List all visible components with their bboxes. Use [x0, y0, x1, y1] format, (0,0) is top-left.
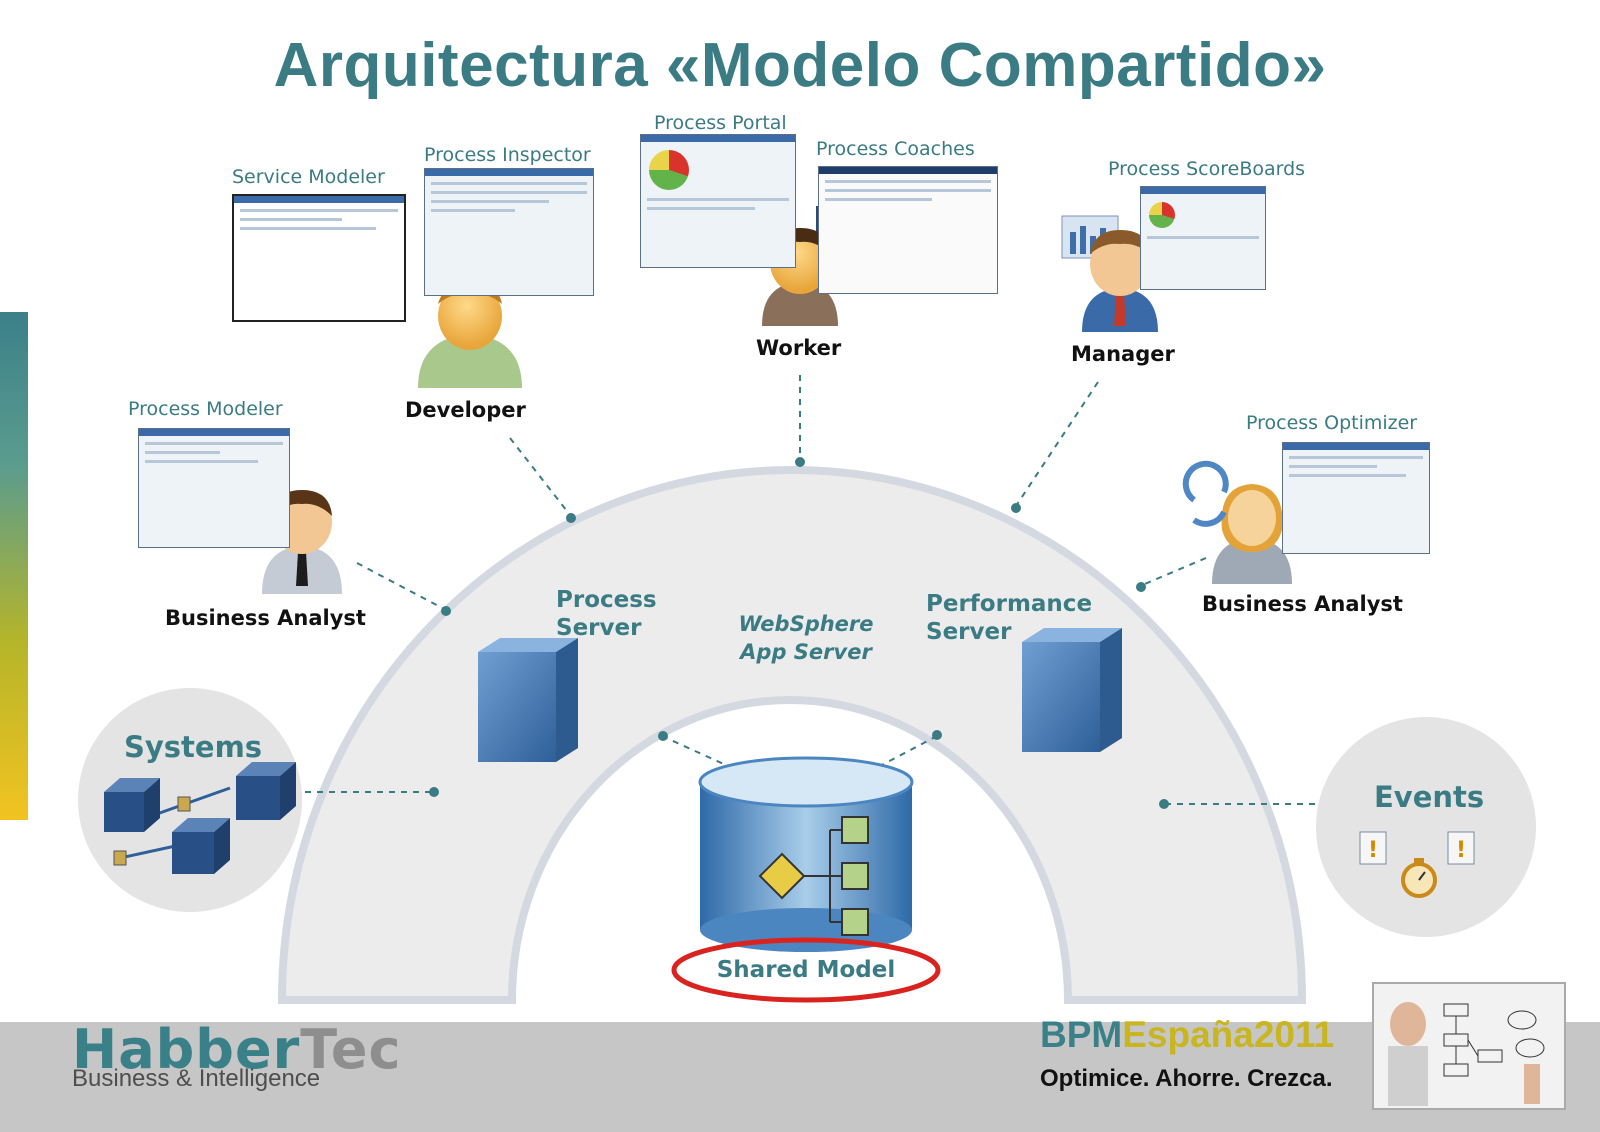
svg-text:!: ! [1368, 838, 1378, 863]
espana-text: España [1122, 1014, 1254, 1055]
performance-server-label-line1: Performance [926, 590, 1092, 618]
performance-server-cube [1022, 628, 1122, 752]
events-label: Events [1374, 780, 1484, 814]
performance-server-label-line2: Server [926, 618, 1092, 646]
business-analyst-right-person-icon [1186, 464, 1292, 584]
flowchart-sketch-icon [1374, 984, 1564, 1108]
websphere-label: WebSphere App Server [718, 610, 894, 666]
slogan: Optimice. Ahorre. Crezca. [1040, 1065, 1333, 1093]
business-analyst-left-label: Business Analyst [165, 606, 366, 630]
process-portal-label: Process Portal [654, 112, 787, 134]
process-server-label: Process Server [556, 586, 657, 642]
worker-label: Worker [756, 336, 841, 360]
service-modeler-label: Service Modeler [232, 166, 385, 188]
bpm-text: BPM [1040, 1014, 1122, 1055]
developer-label: Developer [405, 398, 526, 422]
shared-model-database-icon [700, 758, 912, 952]
process-server-label-line1: Process [556, 586, 657, 614]
process-optimizer-screenshot [1282, 442, 1430, 554]
bpm-espana-brand: BPMEspaña2011 [1040, 1014, 1334, 1056]
business-analyst-right-label: Business Analyst [1202, 592, 1403, 616]
process-scoreboards-screenshot [1140, 186, 1266, 290]
performance-server-label: Performance Server [926, 590, 1092, 646]
service-modeler-screenshot [232, 194, 406, 322]
process-portal-screenshot [640, 134, 796, 268]
process-optimizer-label: Process Optimizer [1246, 412, 1417, 434]
year-text: 2011 [1254, 1014, 1334, 1055]
process-server-label-line2: Server [556, 614, 657, 642]
svg-text:!: ! [1456, 838, 1466, 863]
process-server-cube [478, 638, 578, 762]
events-circle [1316, 717, 1536, 937]
process-modeler-label: Process Modeler [128, 398, 283, 420]
process-coaches-label: Process Coaches [816, 138, 975, 160]
flowchart-photo [1372, 982, 1566, 1110]
developer-person-icon [418, 282, 522, 388]
process-coaches-screenshot [818, 166, 998, 294]
logo-tagline: Business & Intelligence [72, 1065, 320, 1093]
process-inspector-screenshot [424, 168, 594, 296]
websphere-label-line2: App Server [718, 638, 894, 666]
shared-model-label: Shared Model [686, 957, 926, 983]
manager-label: Manager [1071, 342, 1175, 366]
systems-label: Systems [124, 730, 262, 764]
page-title: Arquitectura «Modelo Compartido» [0, 30, 1600, 101]
process-scoreboards-label: Process ScoreBoards [1108, 158, 1305, 180]
websphere-label-line1: WebSphere [718, 610, 894, 638]
process-inspector-label: Process Inspector [424, 144, 591, 166]
left-accent-bar [0, 312, 28, 820]
process-modeler-screenshot [138, 428, 290, 548]
